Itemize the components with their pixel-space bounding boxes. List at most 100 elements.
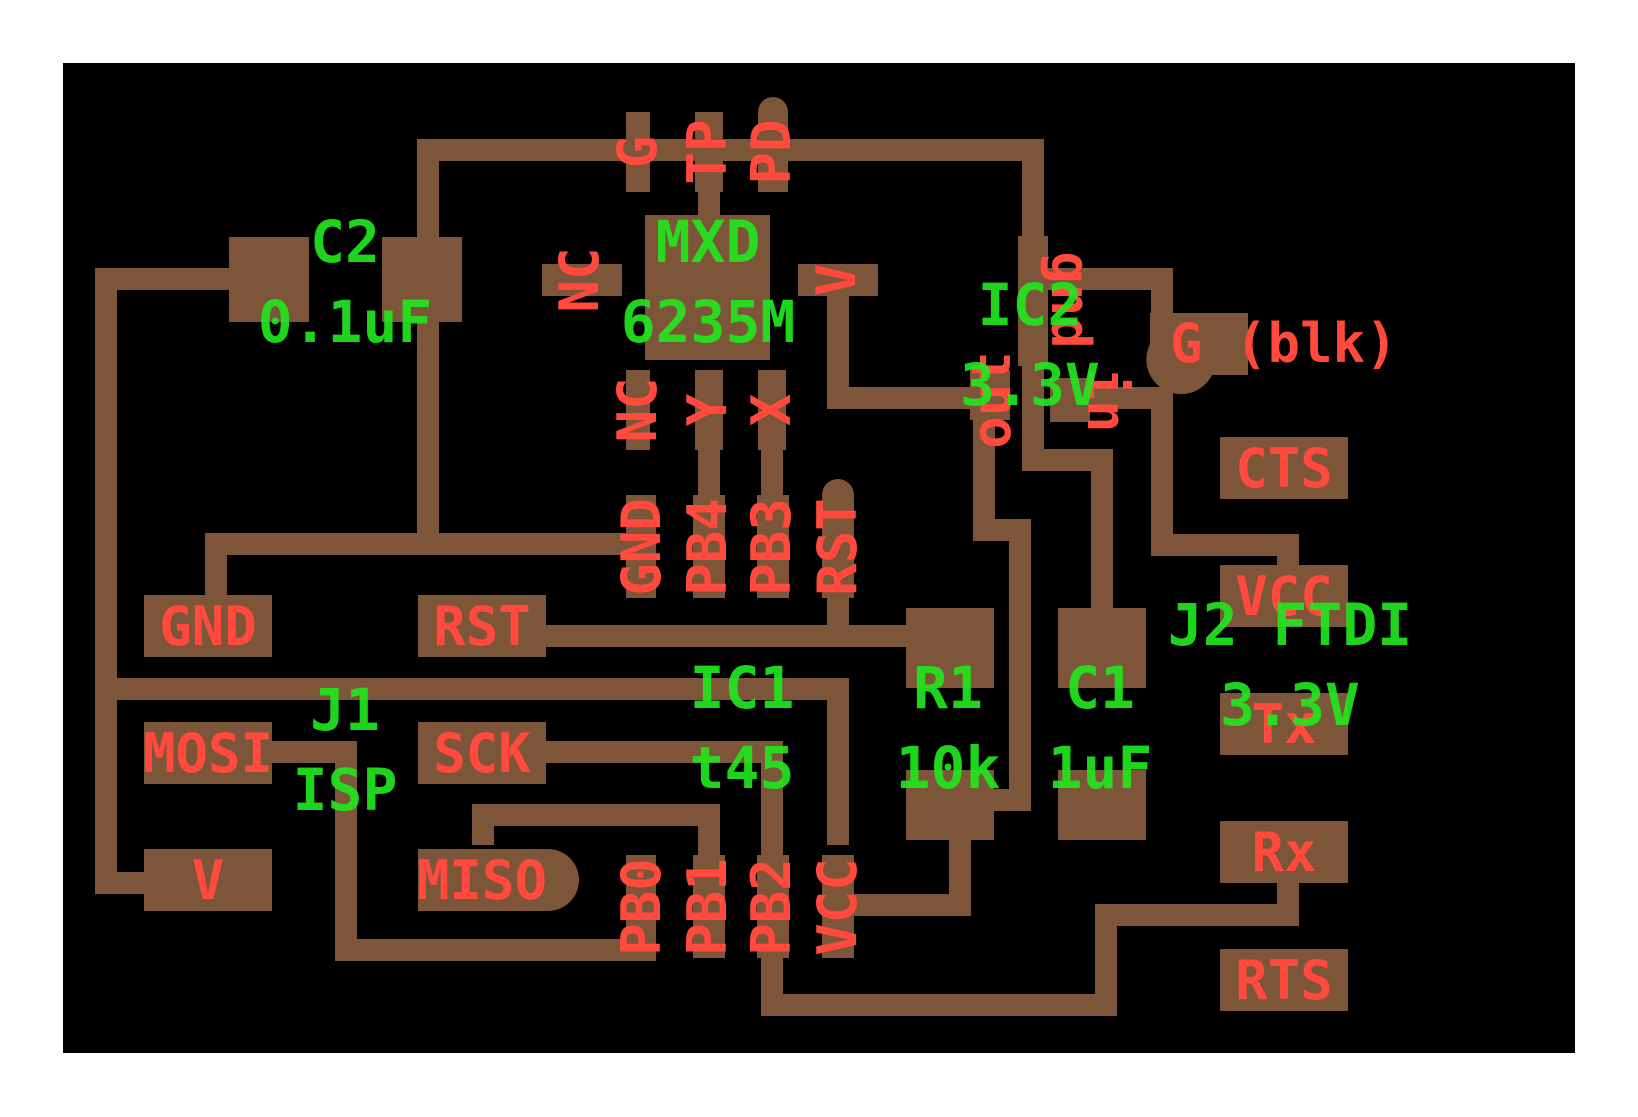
pad-c1-top [1058,608,1146,688]
label-c2-name: C2 [310,208,380,276]
label-reg-gnd: gnd [1039,251,1102,349]
pad-rx [1220,821,1348,883]
label-pd: PD [740,119,803,184]
trace-miso [472,804,720,866]
pad-r1-top [906,608,994,688]
label-r1-name: R1 [913,654,983,722]
trace-c2-to-v [95,268,232,894]
pad-gnd-left [144,595,272,657]
pad-pb3 [757,495,789,598]
trace-c2-to-g [417,139,637,279]
board-outline [63,63,1575,1053]
label-vcc-ic: VCC [806,858,869,956]
label-v-right: V [805,264,868,297]
pad-reg-gnd [1018,236,1048,366]
label-v-left: V [192,849,225,912]
pad-rst-ic [822,479,854,598]
label-pb3: PB3 [740,498,803,596]
pad-pb2 [757,855,789,958]
label-j2-value: 3.3V [1220,671,1360,739]
pad-mosi [144,722,272,784]
label-rst-ic: RST [806,498,869,596]
label-c1-name: C1 [1065,654,1135,722]
label-mxd-name: MXD [656,208,761,276]
label-c1-value: 1uF [1048,734,1153,802]
pad-gnd-ic [626,495,656,598]
pad-vcc-ic [822,855,854,958]
label-mosi: MOSI [143,722,273,785]
pad-pb1 [693,855,725,958]
label-miso: MISO [417,849,547,912]
pad-nc-mid [626,370,650,450]
trace-gnd-bus [205,533,637,616]
label-c2-value: 0.1uF [258,288,433,356]
trace-rx-pb2 [761,868,1299,1016]
pad-rst-left [418,595,546,657]
label-reg-out: out [960,351,1023,449]
pad-v-right [798,264,878,296]
label-pb2: PB2 [740,858,803,956]
trace-gnd-to-c1 [1022,300,1113,630]
pads [144,97,1348,1011]
pad-pd [758,97,788,192]
pad-cts [1220,437,1348,499]
pad-nc-left [542,264,622,296]
label-rx: Rx [1251,821,1316,884]
pad-rts [1220,949,1348,1011]
pad-c1-bottom [1058,770,1146,840]
label-x: X [740,394,803,427]
pad-labels: GND RST MOSI SCK V MISO CTS VCC Tx Rx RT… [143,119,1398,1012]
pad-y [695,370,723,450]
pad-r1-bottom [906,770,994,840]
label-j2-name: J2 FTDI [1168,591,1412,659]
label-pb4: PB4 [676,498,739,596]
label-reg-in: in [1075,367,1138,432]
label-j1-value: ISP [293,756,398,824]
label-ic2-value: 3.3V [960,351,1100,419]
pad-v-left [144,849,272,911]
label-rst-left: RST [433,595,531,658]
trace-sck [540,741,783,866]
trace-vcc-bus [106,678,849,845]
label-j1-name: J1 [310,676,380,744]
pad-reg-in [1050,378,1090,422]
pad-pb0 [626,855,656,958]
label-sck: SCK [433,722,531,785]
label-ic2-name: IC2 [978,271,1083,339]
label-mxd-value: 6235M [621,288,796,356]
label-gnd-left: GND [159,595,257,658]
label-ic1-name: IC1 [690,654,795,722]
trace-vcc-r1 [838,810,971,916]
trace-in-to-vcc [1062,387,1299,600]
label-rts: RTS [1235,949,1333,1012]
trace-v-to-out [827,285,1031,811]
pad-sck [418,722,546,784]
pad-reg-out [970,370,1010,420]
label-g-blk: G (blk) [1170,312,1398,375]
part-labels: C2 0.1uF MXD 6235M IC2 3.3V IC1 t45 R1 1… [258,208,1413,824]
label-vcc-ftdi: VCC [1235,565,1333,628]
pad-g-blk [1146,313,1248,395]
pad-x [758,370,786,450]
label-nc-left: NC [548,247,611,312]
label-r1-value: 10k [896,734,1001,802]
pad-g-top [626,112,650,192]
label-pb1: PB1 [676,858,739,956]
label-gnd-ic: GND [610,498,673,596]
pad-vcc-ftdi [1220,565,1348,627]
label-cts: CTS [1235,437,1333,500]
pad-miso [418,849,579,911]
pad-tp [695,112,723,192]
label-tx: Tx [1251,693,1316,756]
pad-c2-left [229,237,309,322]
label-ic1-value: t45 [690,734,795,802]
label-g-top: G [606,136,669,169]
pad-mxd-body [645,215,770,360]
label-nc-mid: NC [606,377,669,442]
label-pb0: PB0 [610,858,673,956]
pad-pb4 [693,495,725,598]
pad-tx [1220,693,1348,755]
pad-c2-right [382,237,462,322]
label-y: Y [676,393,739,426]
